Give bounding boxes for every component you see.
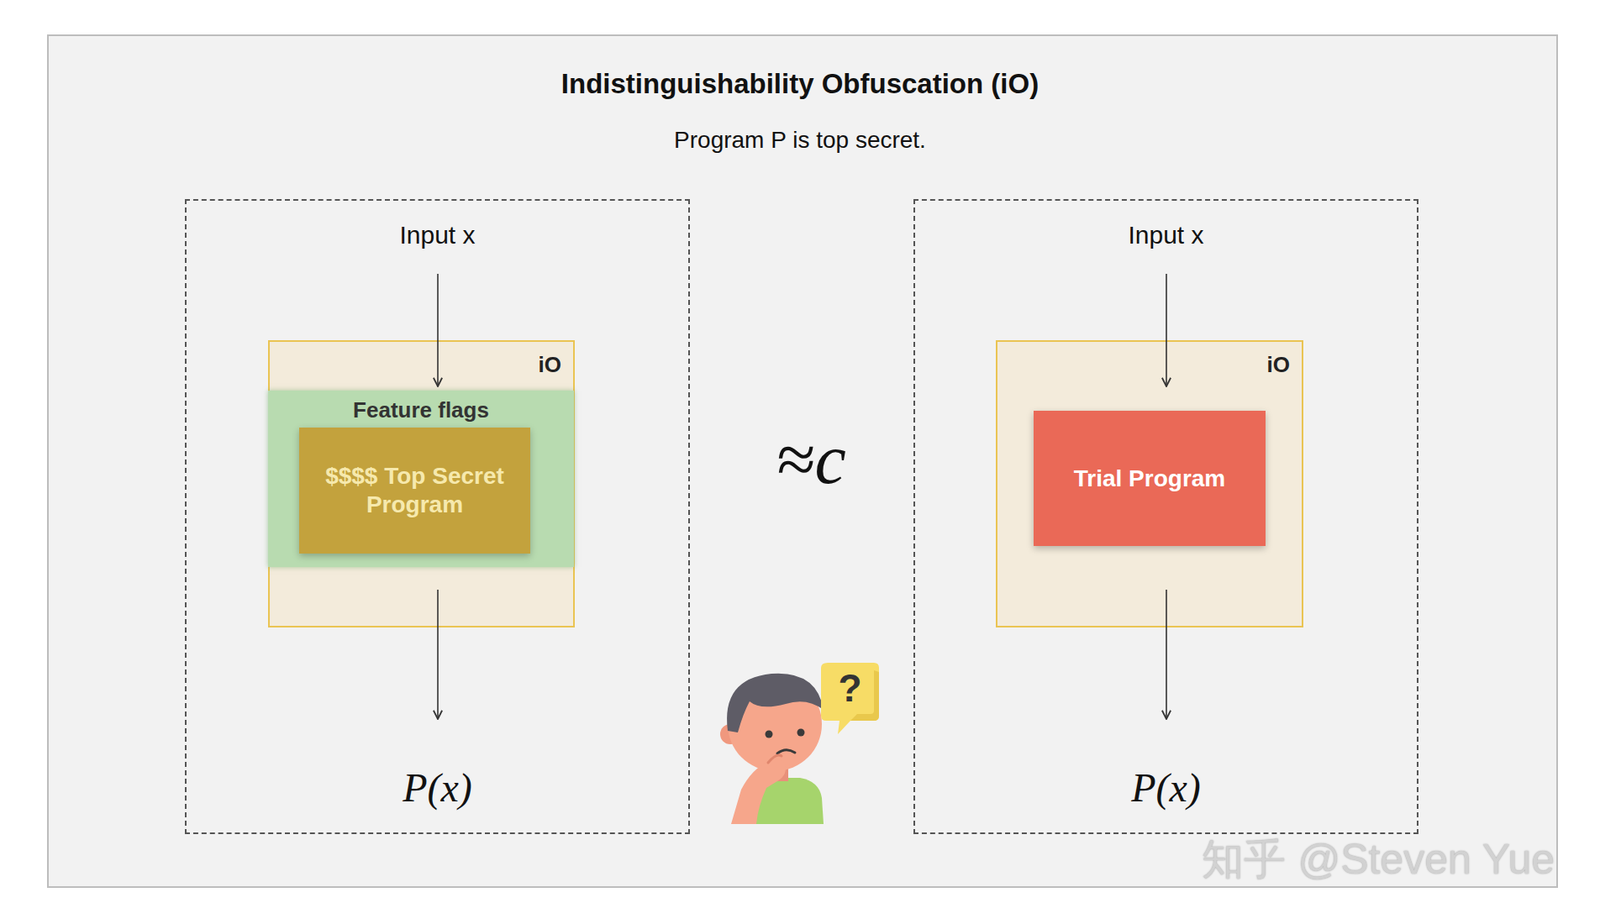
obfuscator-box: iO Trial Program [995, 340, 1304, 628]
output-arrow [1165, 589, 1168, 720]
dashed-frame: Input x P(x) iO Trial Program [913, 199, 1419, 835]
watermark: 知乎 @Steven Yue [1151, 831, 1555, 889]
hair [726, 673, 824, 733]
subtitle: Program P is top secret. [0, 126, 1600, 154]
input-label: Input x [915, 221, 1417, 250]
output-arrow [436, 589, 439, 720]
dashed-frame: Input x P(x) iO Feature flags $$$$ Top Secre… [184, 199, 690, 835]
eye [797, 729, 806, 737]
mouth [777, 750, 795, 754]
feature-flag-box: Feature flags $$$$ Top Secret Program [268, 390, 574, 568]
panel [47, 35, 1558, 888]
input-arrow [436, 273, 439, 387]
thinking-person [720, 663, 879, 825]
eye [765, 731, 774, 739]
output-label: P(x) [915, 764, 1417, 811]
io-label: iO [1267, 352, 1290, 379]
box-label: Trial Program [1073, 464, 1227, 494]
input-label: Input x [186, 221, 689, 250]
box-label: $$$$ Top Secret Program [310, 462, 519, 519]
arm [731, 759, 786, 825]
input-arrow [1165, 273, 1168, 387]
io-label: iO [538, 352, 562, 379]
finger [768, 755, 782, 764]
box-heading: Feature flags [268, 397, 574, 424]
approx-symbol: ≈c [739, 418, 883, 500]
output-label: P(x) [186, 764, 689, 811]
secret-program-box: $$$$ Top Secret Program [299, 427, 531, 554]
speech-bubble [821, 663, 879, 735]
obfuscator-box: iO Feature flags $$$$ Top Secret Program [268, 340, 575, 628]
trial-program-box: Trial Program [1033, 410, 1266, 547]
question-mark: ? [821, 665, 879, 711]
diagram-title: Indistinguishability Obfuscation (iO) [0, 68, 1600, 100]
